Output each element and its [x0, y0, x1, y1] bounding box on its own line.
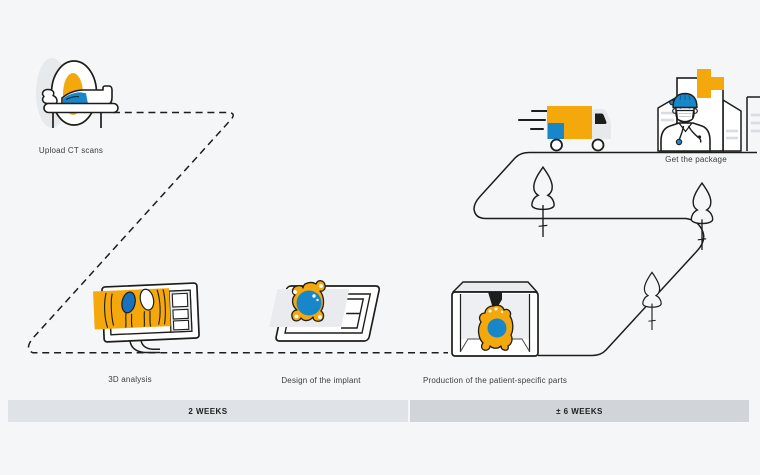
step-label-design-of-implant: Design of the implant: [281, 376, 361, 385]
step-label-upload-ct-scans: Upload CT scans: [38, 146, 104, 155]
process-path-dashed: [27, 111, 448, 354]
step-label-get-the-package: Get the package: [665, 155, 727, 164]
timeline-bar-6-weeks: ± 6 WEEKS: [410, 400, 749, 422]
delivery-road: [473, 151, 757, 357]
timeline-bar-2-weeks: 2 WEEKS: [8, 400, 408, 422]
delivery-truck-icon: [518, 106, 611, 152]
tree-icon: [690, 182, 714, 251]
monitor-3d-analysis-icon: [93, 282, 200, 354]
3d-printer-icon: [451, 281, 539, 357]
tree-icon: [531, 166, 555, 238]
timeline-label-6-weeks: ± 6 WEEKS: [556, 406, 603, 416]
step-label-production: Production of the patient-specific parts: [422, 376, 568, 385]
doctor-icon: [660, 92, 711, 152]
step-label-3d-analysis: 3D analysis: [108, 375, 152, 384]
tablet-implant-design-icon: [269, 280, 381, 342]
timeline-label-2-weeks: 2 WEEKS: [188, 406, 228, 416]
ct-scanner-icon: [36, 58, 119, 128]
tree-icon: [642, 271, 662, 331]
